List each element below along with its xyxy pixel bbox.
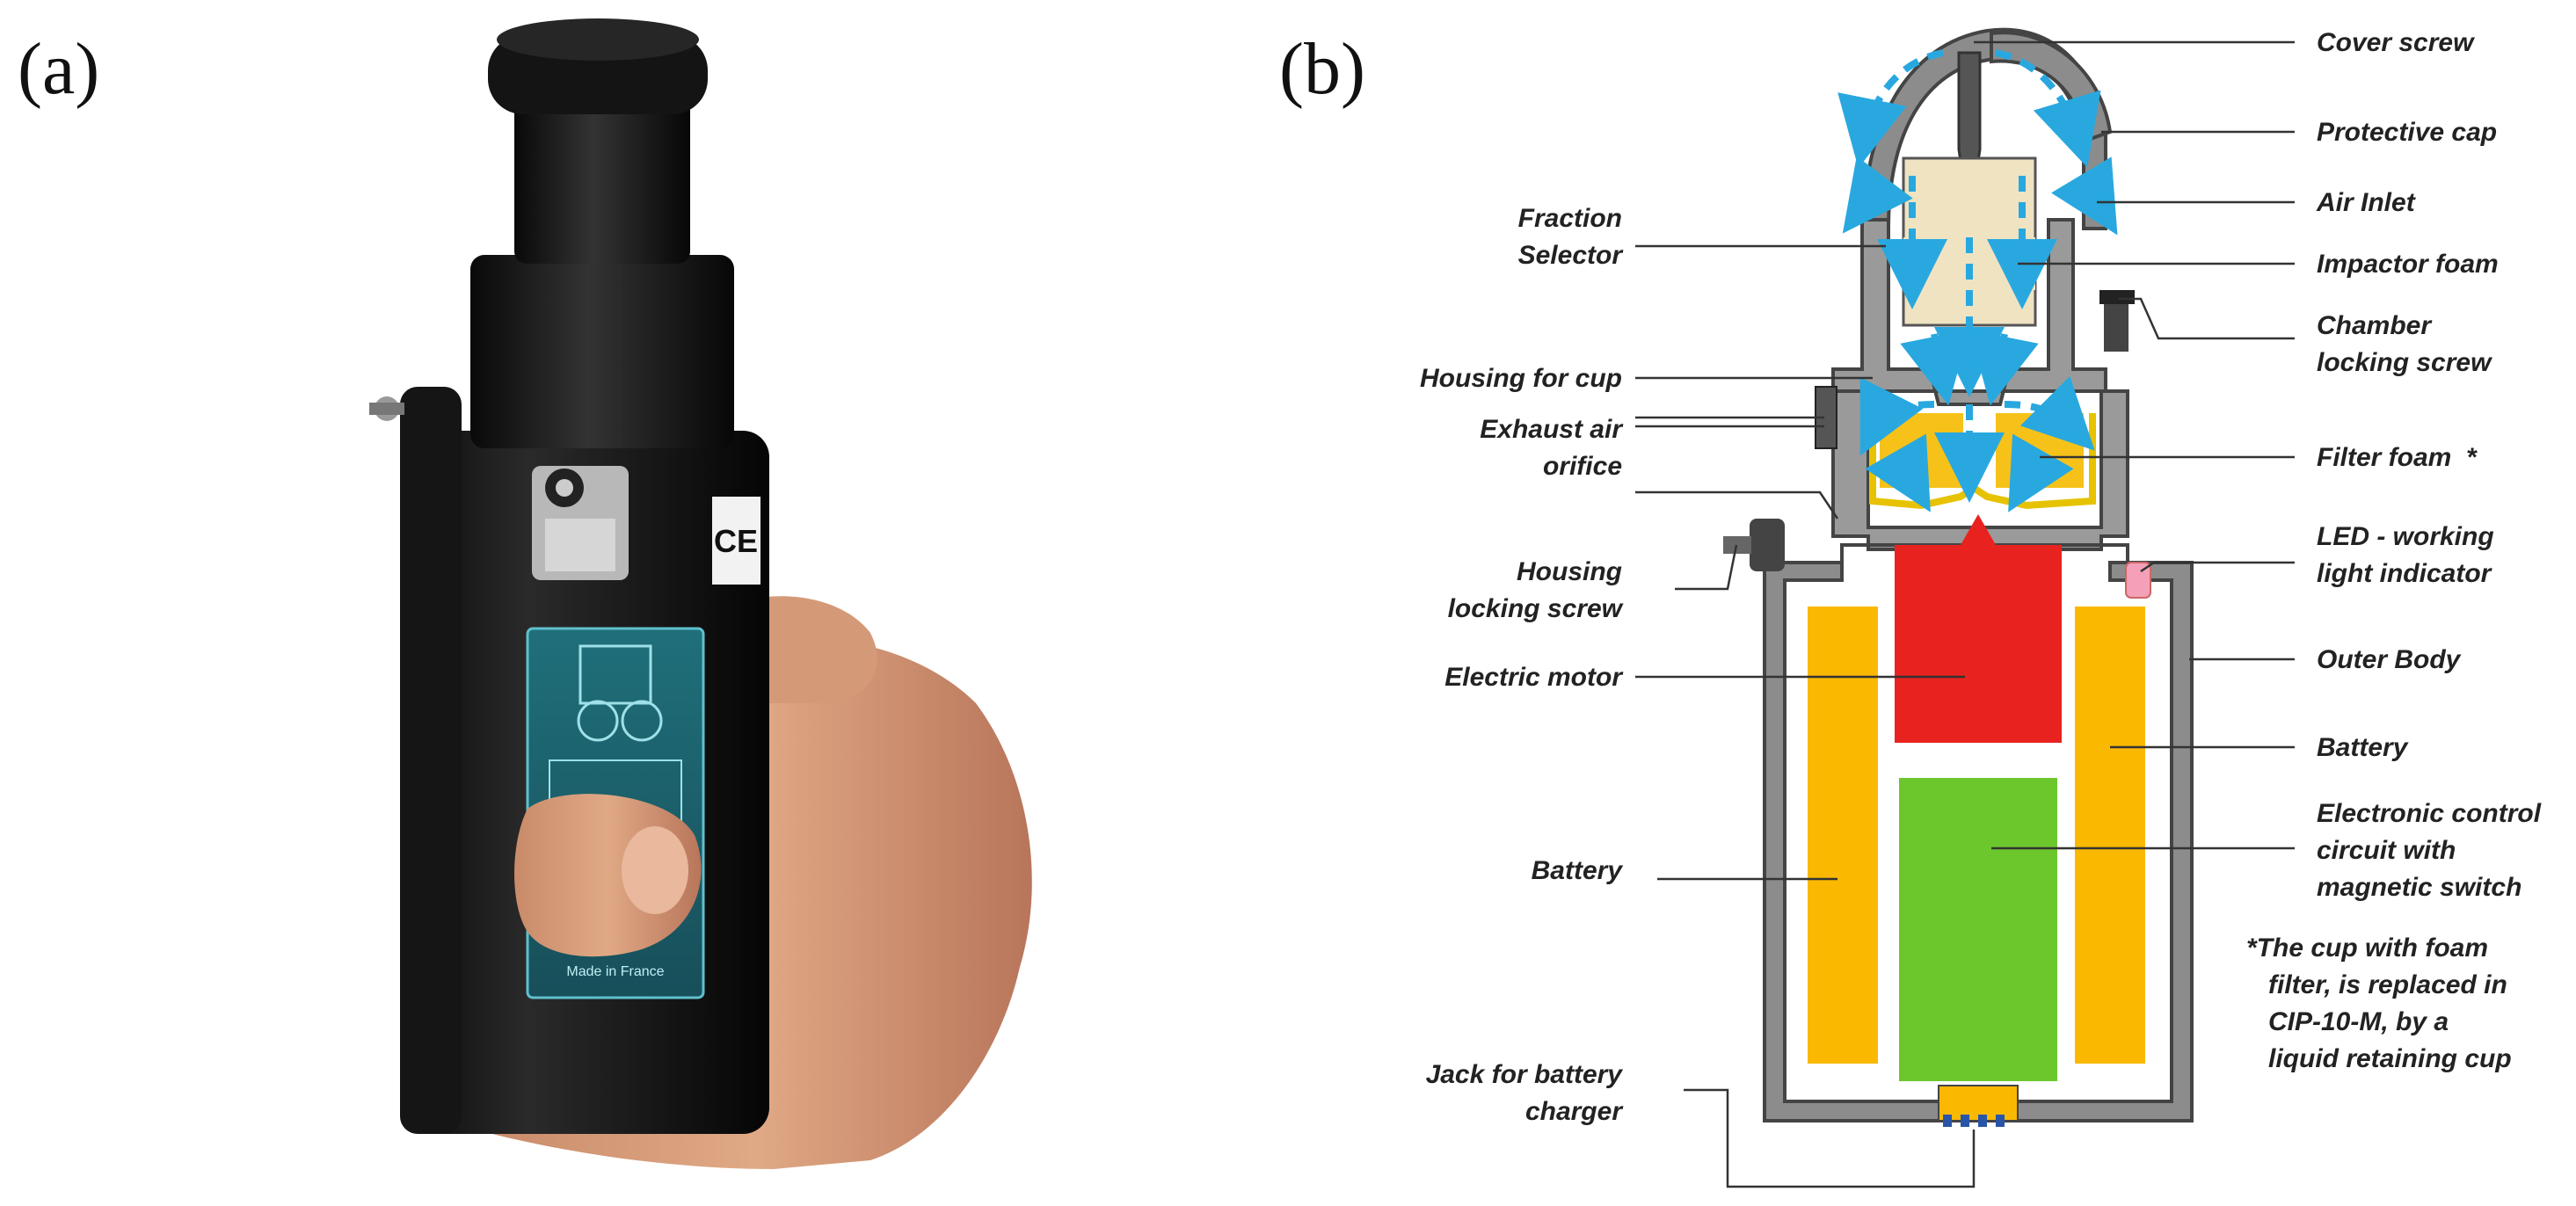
label-battery-right: Battery (2317, 733, 2409, 762)
label-locking-screw-left: locking screw (1448, 594, 1624, 623)
ce-mark: CE (714, 523, 758, 559)
label-filter-foam: Filter foam * (2317, 443, 2478, 472)
label-exhaust-air: Exhaust air (1480, 415, 1624, 444)
footnote-line-4: liquid retaining cup (2268, 1044, 2512, 1073)
label-housing-for-cup: Housing for cup (1420, 364, 1622, 393)
footnote-line-2: filter, is replaced in (2268, 970, 2507, 999)
label-electric-motor: Electric motor (1444, 663, 1624, 692)
label-impactor-foam: Impactor foam (2317, 250, 2499, 279)
power-on-button[interactable] (577, 700, 619, 742)
made-in-label: Made in France (566, 964, 664, 979)
filter-foam-left (1880, 413, 1963, 488)
led-indicator (2125, 562, 2151, 599)
label-charger: charger (1525, 1097, 1624, 1126)
footnote-line-3: CIP-10-M, by a (2268, 1007, 2449, 1036)
battery-left (1808, 607, 1878, 1064)
label-air-inlet: Air Inlet (2316, 188, 2417, 217)
label-selector: Selector (1518, 241, 1625, 270)
panel-label-a: (a) (18, 28, 100, 110)
label-chamber: Chamber (2317, 311, 2433, 340)
label-magnetic-switch: magnetic switch (2317, 873, 2521, 902)
power-off-button[interactable] (621, 700, 663, 742)
label-locking-screw-right: locking screw (2317, 348, 2492, 377)
airflow-arrows (1837, 49, 2118, 512)
label-light-indicator: light indicator (2317, 559, 2493, 588)
filter-foam-right (1996, 413, 2084, 488)
label-housing: Housing (1517, 557, 1622, 586)
label-battery-left: Battery (1532, 856, 1624, 885)
label-orifice: orifice (1543, 452, 1622, 481)
label-circuit-with: circuit with (2317, 836, 2456, 865)
label-electronic-control: Electronic control (2317, 799, 2542, 828)
label-fraction: Fraction (1518, 204, 1622, 233)
battery-right (2075, 607, 2145, 1064)
label-jack-for-battery: Jack for battery (1426, 1060, 1624, 1089)
ce-sticker (712, 497, 760, 585)
outer-body (1763, 561, 2194, 1122)
device-housing (470, 255, 734, 448)
fraction-selector (514, 88, 690, 264)
footnote-line-1: *The cup with foam (2246, 934, 2488, 963)
panel-label-b: (b) (1279, 28, 1365, 110)
callout-lines (1635, 40, 2295, 1188)
label-outer-body: Outer Body (2317, 645, 2462, 674)
housing-locking-screw (1750, 519, 1785, 571)
device-photo: CE Made in France (369, 18, 1032, 1169)
electronic-control-circuit (1899, 778, 2057, 1081)
label-cover-screw: Cover screw (2317, 28, 2475, 57)
electric-motor (1895, 545, 2062, 743)
device-side-clip (400, 387, 462, 1134)
label-protective-cap: Protective cap (2317, 118, 2497, 147)
label-led-working: LED - working (2317, 522, 2494, 551)
